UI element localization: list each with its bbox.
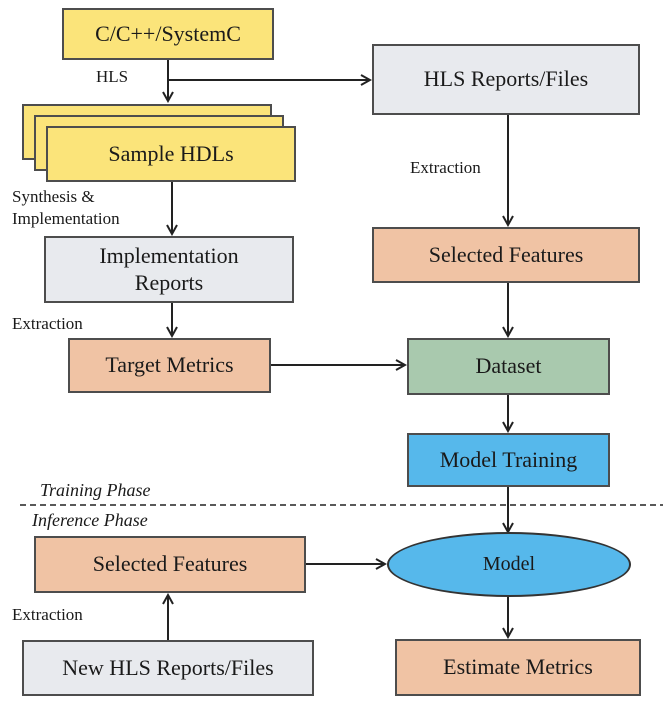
model-training-box: Model Training <box>407 433 610 487</box>
dataset-label: Dataset <box>475 353 542 379</box>
model-ellipse: Model <box>387 532 631 597</box>
estimate-metrics-label: Estimate Metrics <box>443 654 593 680</box>
new-hls-reports-label: New HLS Reports/Files <box>62 654 274 680</box>
selected-features-bottom-label: Selected Features <box>92 551 248 577</box>
estimate-metrics-box: Estimate Metrics <box>395 639 641 696</box>
selected-features-top-label: Selected Features <box>428 241 584 267</box>
selected-features-top-box: Selected Features <box>372 227 640 283</box>
extraction-impl-edge-label: Extraction <box>12 314 83 333</box>
implementation-reports-label: Implementation Reports <box>99 243 239 295</box>
sample-hdls-box: Sample HDLs <box>46 126 296 182</box>
synthesis-edge-label: Synthesis & <box>12 187 95 206</box>
hls-reports-box: HLS Reports/Files <box>372 44 640 115</box>
new-hls-reports-box: New HLS Reports/Files <box>22 640 314 696</box>
extraction-hls-edge-label: Extraction <box>410 158 481 177</box>
source-code-box: C/C++/SystemC <box>62 8 274 60</box>
training-phase-label: Training Phase <box>40 480 151 500</box>
target-metrics-box: Target Metrics <box>68 338 271 393</box>
model-training-label: Model Training <box>439 446 578 472</box>
dataset-box: Dataset <box>407 338 610 395</box>
source-code-label: C/C++/SystemC <box>95 20 241 46</box>
implementation-reports-box: Implementation Reports <box>44 236 294 303</box>
model-label: Model <box>482 553 536 575</box>
selected-features-bottom-box: Selected Features <box>34 536 306 593</box>
implementation-edge-label: Implementation <box>12 209 120 228</box>
inference-phase-label: Inference Phase <box>32 510 148 530</box>
hls-edge-label: HLS <box>96 67 129 86</box>
extraction-new-edge-label: Extraction <box>12 605 83 624</box>
hls-reports-label: HLS Reports/Files <box>423 66 589 92</box>
target-metrics-label: Target Metrics <box>105 352 234 378</box>
sample-hdls-label: Sample HDLs <box>108 140 234 166</box>
